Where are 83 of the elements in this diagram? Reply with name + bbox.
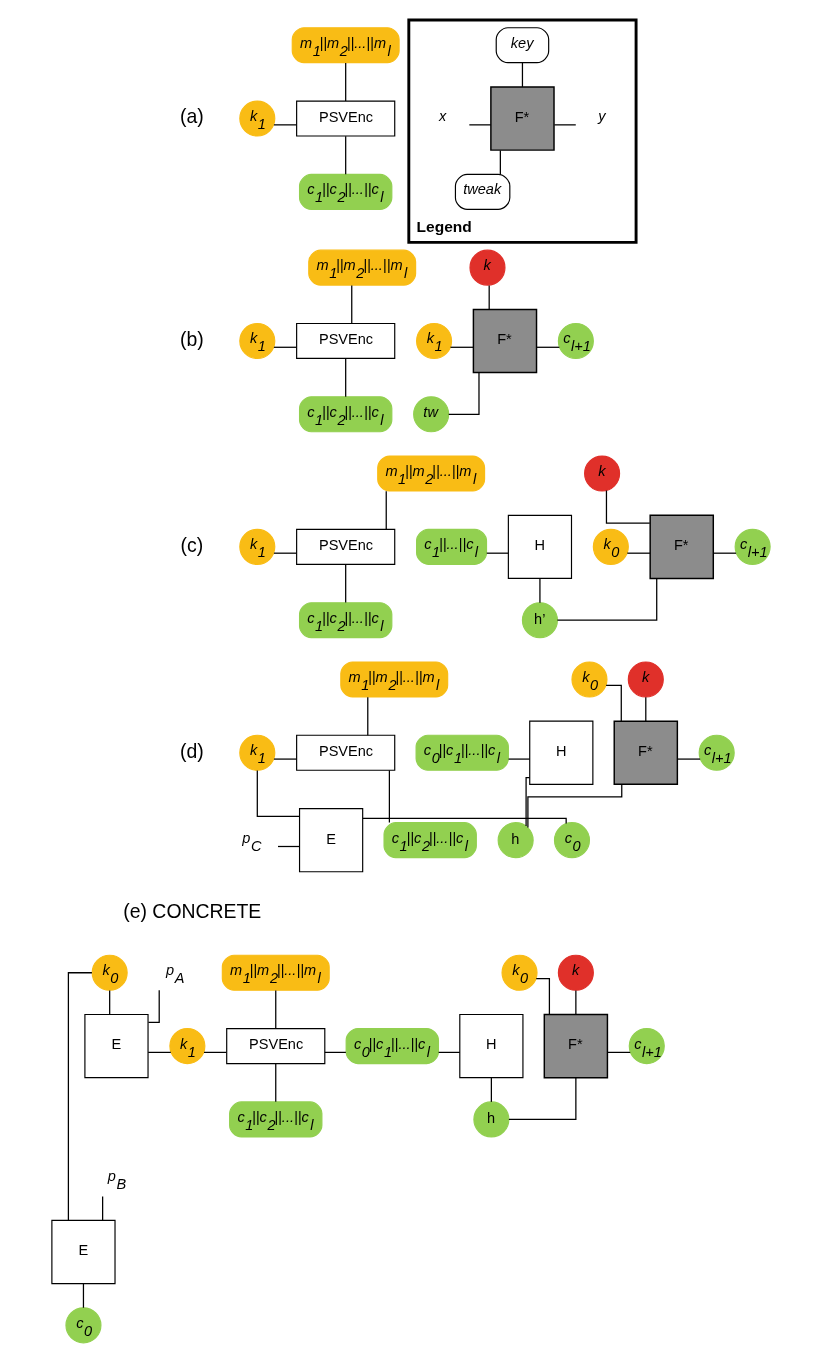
node-circle: h (473, 1101, 510, 1138)
connector (521, 62, 524, 88)
connector (367, 696, 369, 736)
connector (605, 489, 651, 524)
connector (536, 346, 560, 348)
connector (449, 346, 474, 348)
connector (575, 989, 577, 1016)
connector (556, 578, 658, 621)
connector (712, 552, 737, 554)
node-box: F* (613, 720, 679, 786)
connector (109, 989, 111, 1016)
connector (203, 1051, 227, 1054)
connector (275, 989, 277, 1030)
node-circle: tw (413, 396, 450, 433)
connector (525, 776, 531, 827)
node-circle: h (497, 822, 534, 859)
label: (e) CONCRETE (123, 900, 262, 923)
node-box: F* (649, 514, 715, 580)
node-box: PSVEnc (296, 100, 396, 137)
connector (508, 1077, 577, 1121)
connector (324, 1051, 347, 1054)
connector (535, 977, 551, 1015)
connector (468, 124, 492, 126)
connector (553, 124, 577, 126)
connector (539, 578, 541, 604)
connector (102, 1195, 104, 1221)
connector (499, 149, 501, 175)
connector (273, 124, 297, 126)
connector (256, 769, 300, 817)
node-text: y (598, 107, 606, 124)
node-circle: k (557, 954, 594, 991)
connector (448, 372, 480, 415)
connector (507, 758, 531, 760)
node-box: H (529, 720, 594, 785)
connector (606, 1051, 631, 1054)
connector (147, 989, 160, 1023)
node-box: key (495, 27, 550, 64)
node-box: PSVEnc (226, 1028, 326, 1065)
connector (488, 284, 490, 310)
connector (273, 552, 297, 554)
connector (645, 696, 647, 722)
connector (273, 346, 297, 348)
connector (438, 1051, 461, 1054)
label: (b) (180, 327, 204, 350)
label: (c) (180, 533, 204, 556)
connector (676, 758, 701, 760)
node-circle: k (469, 249, 506, 286)
node-circle: h’ (521, 602, 558, 639)
node-box: F* (472, 308, 538, 374)
node-box: PSVEnc (296, 734, 396, 771)
connector (490, 1077, 492, 1103)
node-box: F* (543, 1013, 609, 1079)
connector (277, 845, 301, 848)
connector (345, 564, 347, 604)
node-box: F* (490, 86, 555, 151)
node-box: H (459, 1013, 524, 1079)
connector (626, 552, 651, 554)
node-box: PSVEnc (296, 528, 396, 565)
connector (362, 817, 567, 825)
connector (147, 1051, 172, 1054)
node-circle: k (584, 455, 621, 492)
connector (385, 490, 387, 530)
label: (a) (180, 105, 204, 128)
node-circle: k (627, 661, 664, 698)
connector (486, 552, 509, 554)
connector (527, 783, 623, 829)
connector (351, 284, 353, 324)
connector (388, 769, 390, 824)
connector (273, 758, 297, 760)
connector (67, 972, 93, 1221)
node-box: E (298, 808, 364, 873)
connector (275, 1063, 277, 1103)
node-box: E (84, 1013, 149, 1079)
node-text: x (438, 107, 447, 124)
connector (345, 135, 347, 175)
node-box: PSVEnc (296, 322, 396, 360)
connector (82, 1283, 85, 1309)
label: (d) (180, 739, 204, 762)
node-box: E (51, 1219, 116, 1285)
node-box: H (507, 514, 573, 579)
node-box: tweak (454, 173, 511, 210)
connector (345, 62, 347, 102)
connector (345, 358, 347, 398)
